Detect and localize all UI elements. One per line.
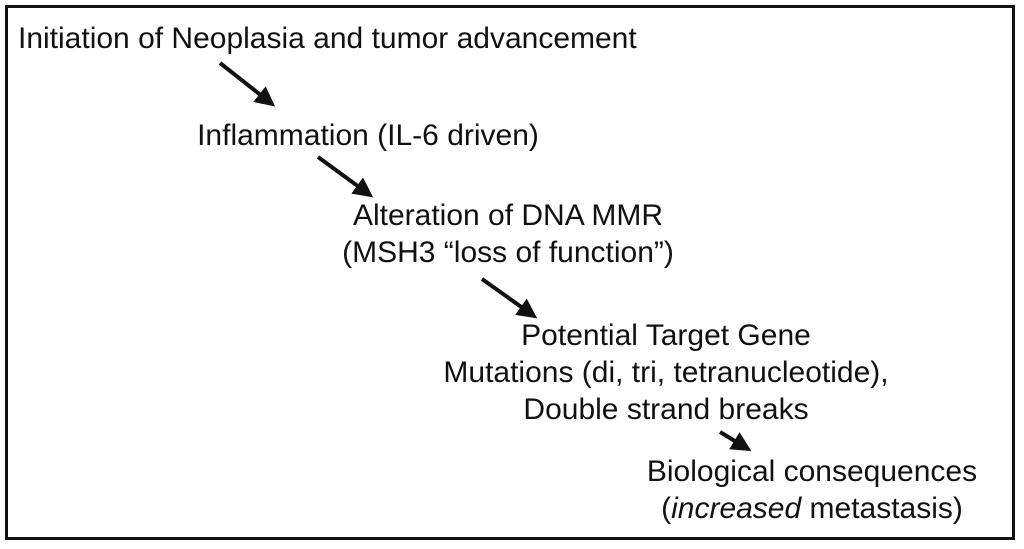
- step-target-line-3: Double strand breaks: [523, 393, 809, 426]
- step-consequences-open-paren: (: [661, 492, 672, 525]
- step-initiation-line-1: Initiation of Neoplasia and tumor advanc…: [18, 22, 637, 55]
- step-initiation: Initiation of Neoplasia and tumor advanc…: [18, 20, 637, 57]
- step-consequences-rest: metastasis): [801, 492, 963, 525]
- step-inflammation-line-1: Inflammation (IL-6 driven): [197, 119, 539, 152]
- arrow-inflammation-to-mmr: [316, 155, 374, 198]
- step-target-line-1: Potential Target Gene: [521, 319, 811, 352]
- diagram-frame: [5, 5, 1015, 540]
- arrow-target-to-consequences: [718, 430, 752, 452]
- step-target-line-2: Mutations (di, tri, tetranucleotide),: [443, 356, 889, 389]
- step-mmr-line-1: Alteration of DNA MMR: [352, 199, 664, 232]
- step-inflammation: Inflammation (IL-6 driven): [197, 117, 539, 154]
- step-consequences-emphasis: increased: [671, 492, 802, 525]
- step-consequences-line-2: (increased metastasis): [647, 490, 977, 527]
- arrow-mmr-to-target: [480, 277, 538, 319]
- step-biological-consequences: Biological consequences (increased metas…: [647, 453, 977, 527]
- step-consequences-line-1: Biological consequences: [646, 455, 978, 488]
- step-mmr-line-2: (MSH3 “loss of function”): [342, 236, 674, 269]
- step-target-gene: Potential Target Gene Mutations (di, tri…: [443, 317, 888, 428]
- step-mmr-alteration: Alteration of DNA MMR (MSH3 “loss of fun…: [342, 197, 674, 271]
- arrow-initiation-to-inflammation: [218, 61, 276, 107]
